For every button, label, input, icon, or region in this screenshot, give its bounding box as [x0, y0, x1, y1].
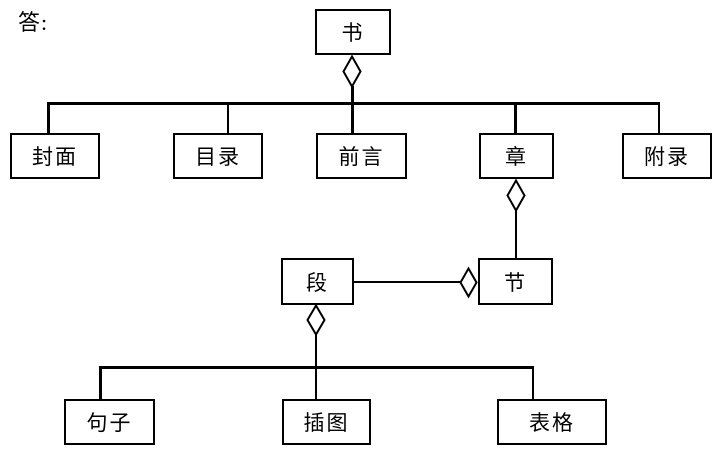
connector-bus-level2: [47, 102, 660, 105]
aggregation-diamond-chapter-icon: [506, 178, 526, 213]
connector-stub-chapter: [514, 102, 517, 133]
connector-stub-toc: [226, 102, 229, 133]
connector-stub-cover: [47, 102, 50, 133]
connector-chapter-to-section: [514, 210, 517, 258]
connector-book-to-bus: [351, 86, 354, 104]
connector-stub-appendix: [657, 102, 660, 133]
node-chapter: 章: [479, 133, 554, 179]
node-paragraph: 段: [281, 258, 354, 305]
connector-bus-bottom: [99, 366, 534, 369]
connector-stub-preface: [351, 102, 354, 133]
aggregation-diamond-paragraph-icon: [306, 303, 326, 337]
connector-stub-table: [531, 366, 534, 399]
aggregation-diamond-section-icon: [459, 266, 478, 299]
node-section: 节: [478, 258, 553, 305]
node-figure: 插图: [282, 399, 371, 445]
connector-stub-sentence: [99, 366, 102, 399]
node-table: 表格: [497, 399, 607, 445]
node-sentence: 句子: [64, 399, 155, 445]
answer-label: 答:: [18, 10, 49, 35]
node-preface: 前言: [316, 133, 407, 179]
node-toc: 目录: [173, 133, 263, 179]
node-appendix: 附录: [622, 133, 712, 179]
node-cover: 封面: [10, 133, 100, 179]
connector-paragraph-to-section: [353, 280, 460, 283]
aggregation-diamond-book-icon: [342, 54, 362, 89]
node-book: 书: [315, 9, 391, 55]
